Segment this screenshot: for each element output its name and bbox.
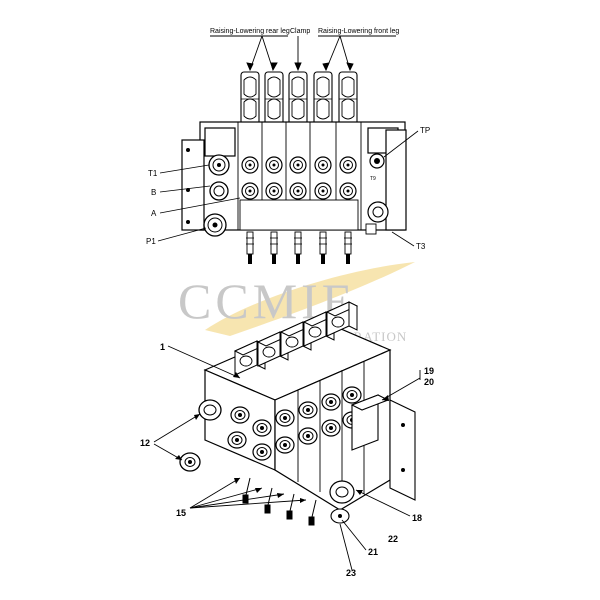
callout-20: 20: [424, 377, 434, 387]
callout-leader-lines: [153, 345, 421, 571]
label-b: B: [151, 188, 156, 197]
label-raising-lowering-front-leg: Raising-Lowering front leg: [318, 28, 399, 35]
callout-15: 15: [176, 508, 186, 518]
callout-1: 1: [160, 342, 165, 352]
label-clamp: Clamp: [290, 28, 310, 35]
mount-holes: [186, 148, 190, 224]
label-t9: T9: [370, 176, 376, 182]
valve-stems: [245, 223, 377, 265]
callout-12: 12: [140, 438, 150, 448]
label-raising-lowering-rear-leg: Raising-Lowering rear leg: [210, 28, 290, 35]
watermark-swoosh: [205, 262, 415, 336]
label-t3: T3: [416, 242, 426, 251]
callout-19: 19: [424, 366, 434, 376]
top-view: Raising-Lowering rear leg Clamp Raising-…: [146, 28, 430, 265]
header-leader-lines: [210, 35, 396, 72]
port-knobs: [203, 153, 389, 237]
watermark: CCMIE COOPERATION: [178, 262, 415, 344]
iso-left-ports: [179, 399, 222, 472]
callout-23: 23: [346, 568, 356, 578]
callout-18: 18: [412, 513, 422, 523]
side-leader-lines: [157, 130, 419, 247]
callout-21: 21: [368, 547, 378, 557]
label-tp: TP: [420, 126, 430, 135]
callout-22: 22: [388, 534, 398, 544]
iso-flange: [329, 480, 355, 524]
label-p1: P1: [146, 237, 156, 246]
callout-arrowheads: [175, 372, 389, 503]
iso-view: 1 12 15 18 19 20 21 22 23: [140, 301, 434, 578]
label-a: A: [151, 209, 157, 218]
label-t1: T1: [148, 169, 158, 178]
valve-caps: [240, 71, 358, 129]
